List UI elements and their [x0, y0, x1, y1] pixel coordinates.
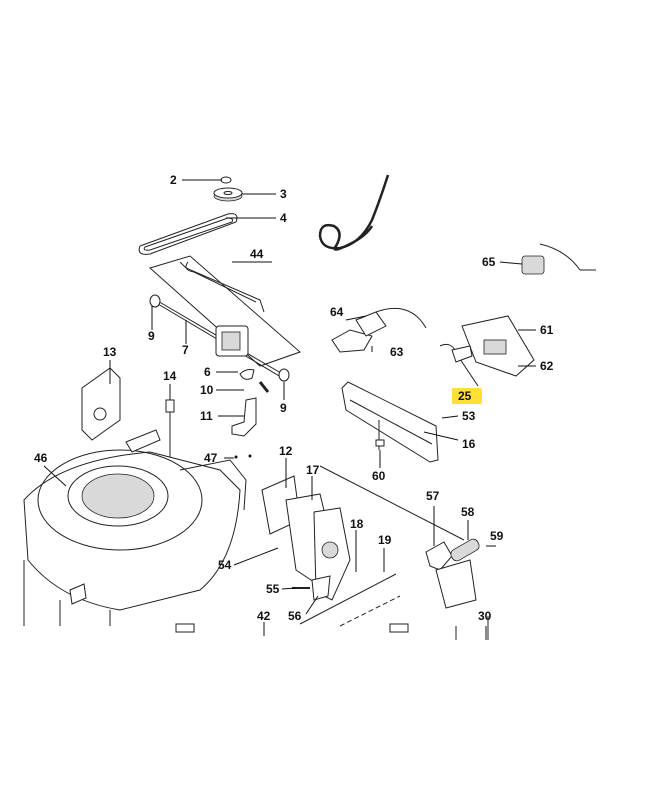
- drive-cable-part: [318, 174, 390, 251]
- callout-3[interactable]: 3: [280, 187, 287, 201]
- callout-13[interactable]: 13: [103, 345, 117, 359]
- callout-59[interactable]: 59: [490, 529, 504, 543]
- callout-9-lower[interactable]: 9: [280, 401, 287, 415]
- callout-63[interactable]: 63: [390, 345, 404, 359]
- callout-61[interactable]: 61: [540, 323, 554, 337]
- callout-25[interactable]: 25: [458, 389, 472, 403]
- callout-60[interactable]: 60: [372, 469, 386, 483]
- throttle-lever-part: [331, 308, 427, 353]
- callout-18[interactable]: 18: [350, 517, 364, 531]
- switch-part: [521, 243, 596, 275]
- callout-17[interactable]: 17: [306, 463, 320, 477]
- rear-plate-part: [81, 367, 121, 441]
- pulley-part: [213, 187, 243, 202]
- callout-2[interactable]: 2: [170, 173, 177, 187]
- callout-44[interactable]: 44: [250, 247, 264, 261]
- callout-57[interactable]: 57: [426, 489, 440, 503]
- callout-labels: 2 3 4 44 9 7 6 10 9 11 13 14 47 46 12 17…: [34, 173, 554, 623]
- lower-parts-part: [175, 616, 489, 640]
- callout-11[interactable]: 11: [200, 409, 213, 423]
- callout-47[interactable]: 47: [204, 451, 218, 465]
- control-block-part: [439, 315, 535, 387]
- handle-bracket-part: [425, 538, 480, 609]
- bracket-part: [231, 397, 257, 437]
- drive-assembly-part: [148, 255, 301, 393]
- callout-6[interactable]: 6: [204, 365, 211, 379]
- callout-14[interactable]: 14: [163, 369, 177, 383]
- screw-60-part: [375, 420, 385, 450]
- callout-53[interactable]: 53: [462, 409, 476, 423]
- leader-lines: [43, 179, 536, 640]
- callout-30[interactable]: 30: [478, 609, 492, 623]
- callout-9-upper[interactable]: 9: [148, 329, 155, 343]
- callout-7[interactable]: 7: [182, 343, 189, 357]
- mower-deck-part: [23, 429, 247, 626]
- callout-25-highlight: [452, 388, 482, 404]
- callout-56[interactable]: 56: [288, 609, 302, 623]
- callout-19[interactable]: 19: [378, 533, 392, 547]
- callout-54[interactable]: 54: [218, 558, 232, 572]
- callout-16[interactable]: 16: [462, 437, 476, 451]
- callout-4[interactable]: 4: [280, 211, 287, 225]
- belt-part: [138, 213, 238, 255]
- callout-46[interactable]: 46: [34, 451, 48, 465]
- callout-55[interactable]: 55: [266, 582, 280, 596]
- callout-65[interactable]: 65: [482, 255, 496, 269]
- callout-64[interactable]: 64: [330, 305, 344, 319]
- callout-62[interactable]: 62: [540, 359, 554, 373]
- callout-10[interactable]: 10: [200, 383, 214, 397]
- height-adjuster-part: [261, 465, 465, 627]
- callout-42[interactable]: 42: [257, 609, 271, 623]
- rail-part: [341, 381, 439, 463]
- callout-58[interactable]: 58: [461, 505, 475, 519]
- nut-part: [220, 176, 232, 184]
- callout-12[interactable]: 12: [279, 444, 293, 458]
